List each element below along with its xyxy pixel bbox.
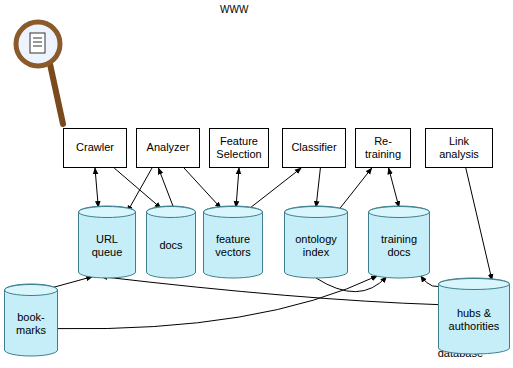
node-label: Crawler bbox=[76, 141, 114, 154]
node-label: book- marks bbox=[7, 311, 55, 337]
web-page-icon bbox=[162, 40, 176, 60]
web-page-icon bbox=[128, 24, 142, 44]
flow-arrow bbox=[248, 168, 301, 210]
data-store: feature vectors bbox=[203, 206, 263, 278]
flow-arrow bbox=[58, 276, 377, 329]
process-box: Re- training bbox=[355, 128, 411, 168]
process-box: Analyzer bbox=[136, 128, 200, 168]
web-page-icon bbox=[120, 52, 134, 72]
data-store: hubs & authorities bbox=[438, 278, 510, 354]
data-store: training docs bbox=[368, 206, 430, 278]
web-page-icon bbox=[202, 24, 216, 44]
flow-arrow bbox=[389, 168, 399, 207]
node-label: feature vectors bbox=[206, 233, 260, 259]
web-page-icon bbox=[236, 50, 250, 70]
flow-arrow bbox=[127, 168, 152, 212]
magnifier-lens bbox=[16, 22, 60, 66]
node-label: hubs & authorities bbox=[441, 307, 507, 333]
www-cloud: WWW bbox=[70, 0, 310, 92]
node-label: Analyzer bbox=[147, 141, 190, 154]
web-link bbox=[178, 49, 194, 63]
flow-arrow bbox=[236, 168, 239, 207]
cloud-shape bbox=[70, 0, 310, 92]
data-store: URL queue bbox=[78, 206, 136, 278]
process-box: Crawler bbox=[63, 128, 127, 168]
flow-arrow bbox=[338, 168, 371, 210]
flow-arrow bbox=[316, 277, 387, 292]
database-region: databaseURL queuedocsfeature vectorsonto… bbox=[0, 183, 513, 368]
node-label: Classifier bbox=[291, 141, 336, 154]
data-store: docs bbox=[146, 206, 196, 278]
lens-page bbox=[30, 33, 45, 53]
node-label: docs bbox=[159, 239, 182, 252]
web-link bbox=[142, 31, 160, 45]
web-link bbox=[210, 58, 234, 66]
flow-arrow bbox=[50, 277, 93, 289]
flow-arrow bbox=[466, 168, 492, 280]
process-box: Classifier bbox=[282, 128, 346, 168]
flow-arrow bbox=[95, 168, 98, 207]
data-store: book- marks bbox=[4, 284, 58, 356]
node-label: Feature Selection bbox=[213, 135, 265, 161]
node-label: URL queue bbox=[81, 233, 133, 259]
flow-arrow bbox=[114, 168, 161, 208]
node-label: Link analysis bbox=[429, 135, 489, 161]
web-page-icon bbox=[196, 56, 210, 76]
node-label: training docs bbox=[371, 233, 427, 259]
web-link bbox=[216, 31, 236, 52]
web-link bbox=[134, 50, 160, 60]
web-link bbox=[178, 33, 200, 47]
flow-arrow bbox=[158, 168, 173, 207]
node-label: Re- training bbox=[359, 135, 407, 161]
process-box: Link analysis bbox=[425, 128, 493, 168]
data-store: ontology index bbox=[284, 206, 348, 278]
node-label: ontology index bbox=[287, 233, 345, 259]
magnifier-handle bbox=[50, 64, 63, 124]
flow-arrow bbox=[101, 277, 438, 305]
flow-arrow bbox=[316, 168, 320, 207]
process-box: Feature Selection bbox=[209, 128, 269, 168]
flow-arrow bbox=[184, 168, 221, 208]
node-label: WWW bbox=[220, 4, 248, 16]
web-link bbox=[128, 42, 132, 50]
